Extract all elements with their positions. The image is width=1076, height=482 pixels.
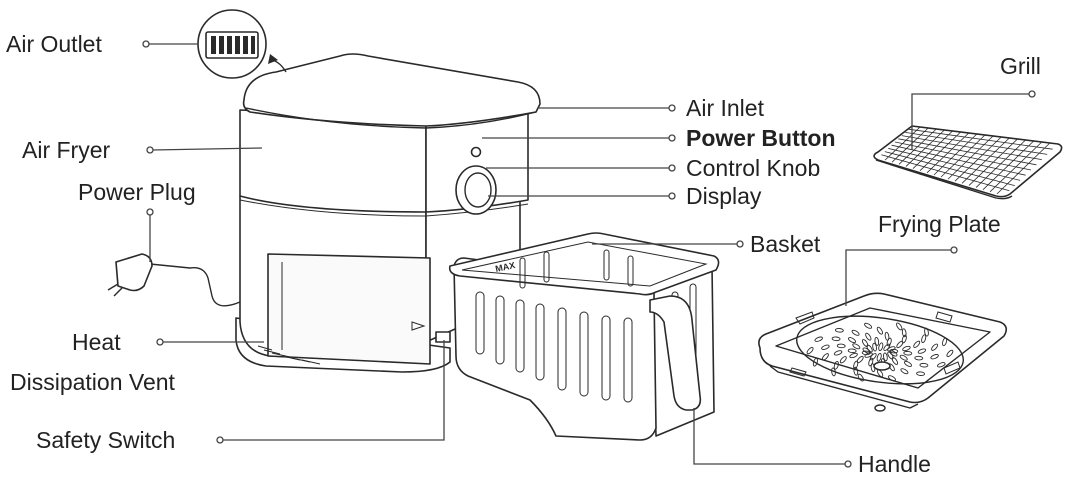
plate-hole bbox=[899, 354, 908, 361]
plate-hole bbox=[861, 350, 871, 356]
plate-hole bbox=[903, 360, 913, 367]
plate-hole bbox=[919, 362, 929, 368]
plate-hole bbox=[930, 354, 939, 360]
plate-hole bbox=[937, 362, 946, 368]
heat-vent-slats bbox=[257, 345, 321, 365]
label-handle: Handle bbox=[858, 451, 931, 477]
basket-icon bbox=[448, 232, 720, 441]
plate-hole bbox=[878, 342, 884, 352]
label-dissipation-vent: Dissipation Vent bbox=[10, 369, 176, 395]
plate-hole bbox=[921, 334, 927, 344]
plate-hole bbox=[876, 326, 884, 335]
labels: Air Outlet Air Fryer Power Plug Heat Dis… bbox=[6, 31, 1041, 477]
plate-hole bbox=[831, 336, 841, 342]
label-grill: Grill bbox=[1000, 53, 1041, 79]
power-button-icon bbox=[470, 146, 482, 158]
label-heat: Heat bbox=[72, 329, 121, 355]
label-safety-switch: Safety Switch bbox=[36, 427, 175, 453]
plate-hole bbox=[901, 328, 907, 338]
plate-hole bbox=[903, 350, 913, 356]
plate-hole bbox=[857, 373, 864, 382]
plate-hole bbox=[914, 355, 924, 361]
plate-hole bbox=[812, 357, 818, 367]
plate-hole bbox=[821, 353, 829, 361]
plate-hole bbox=[902, 345, 911, 352]
plate-hole bbox=[833, 350, 843, 356]
plate-hole bbox=[896, 340, 904, 349]
plate-hole bbox=[821, 344, 830, 350]
plate-hole bbox=[847, 348, 857, 354]
grill-wire bbox=[888, 148, 1021, 181]
plate-hole bbox=[874, 336, 880, 346]
grill-wire bbox=[898, 138, 1037, 166]
label-control-knob: Control Knob bbox=[686, 155, 820, 181]
grill-wires bbox=[881, 126, 1053, 195]
grill-icon bbox=[873, 125, 1063, 200]
plate-hole bbox=[896, 322, 903, 331]
plate-hole bbox=[924, 327, 929, 337]
label-air-outlet: Air Outlet bbox=[6, 31, 102, 57]
label-air-fryer: Air Fryer bbox=[22, 137, 111, 163]
grill-wire bbox=[894, 141, 1032, 171]
plate-hole bbox=[887, 346, 896, 352]
grill-wire bbox=[881, 154, 1010, 192]
label-air-inlet: Air Inlet bbox=[686, 95, 765, 121]
grill-wire bbox=[891, 144, 1026, 176]
plate-hole bbox=[887, 351, 894, 360]
plate-hole bbox=[852, 343, 861, 350]
plate-hole bbox=[886, 337, 892, 347]
plate-hole bbox=[853, 366, 859, 376]
plate-hole bbox=[872, 342, 877, 352]
plate-hole bbox=[891, 357, 899, 365]
plate-hole bbox=[849, 352, 858, 359]
plate-hole bbox=[868, 357, 874, 367]
grill-wire bbox=[905, 132, 1048, 155]
frying-plate-icon bbox=[758, 292, 1008, 412]
leader-lines bbox=[142, 40, 1036, 468]
air-outlet-icon bbox=[197, 9, 267, 79]
outlet-arrowhead-icon bbox=[268, 54, 278, 64]
plate-pattern bbox=[806, 322, 954, 382]
label-power-plug: Power Plug bbox=[78, 179, 196, 205]
grill-wire bbox=[908, 128, 1053, 150]
plate-hole bbox=[865, 332, 872, 341]
plate-hole bbox=[861, 339, 869, 347]
plate-hole bbox=[900, 368, 909, 375]
plate-hole bbox=[864, 322, 873, 329]
grill-wire bbox=[901, 135, 1042, 160]
plate-hole bbox=[833, 360, 839, 370]
plate-hole bbox=[916, 371, 926, 376]
plate-hole bbox=[946, 349, 954, 358]
label-basket: Basket bbox=[750, 231, 821, 257]
power-plug-icon bbox=[107, 253, 241, 307]
plate-hole bbox=[806, 346, 814, 355]
plate-hole bbox=[814, 336, 823, 342]
basket-max-mark: MAX bbox=[494, 260, 516, 274]
label-frying-plate: Frying Plate bbox=[878, 211, 1001, 237]
grill-wire bbox=[884, 151, 1015, 186]
plate-hole bbox=[836, 343, 846, 349]
plate-hole bbox=[851, 329, 860, 336]
control-knob-icon bbox=[455, 165, 497, 215]
plate-hole bbox=[883, 352, 888, 362]
plate-hole bbox=[839, 356, 847, 364]
plate-hole bbox=[887, 375, 896, 382]
plate-hole bbox=[942, 337, 948, 347]
plate-hole bbox=[931, 343, 939, 351]
plate-hole bbox=[889, 348, 899, 354]
plate-hole bbox=[913, 340, 921, 348]
plate-hole bbox=[876, 352, 882, 362]
label-power-button: Power Button bbox=[686, 125, 836, 151]
plate-hole bbox=[847, 337, 857, 344]
plate-hole bbox=[917, 348, 927, 354]
plate-hole bbox=[834, 328, 844, 333]
handle-icon bbox=[649, 295, 702, 411]
plate-hole bbox=[866, 344, 873, 353]
label-display: Display bbox=[686, 183, 762, 209]
plate-hole bbox=[856, 355, 864, 364]
plate-hole bbox=[831, 367, 836, 377]
